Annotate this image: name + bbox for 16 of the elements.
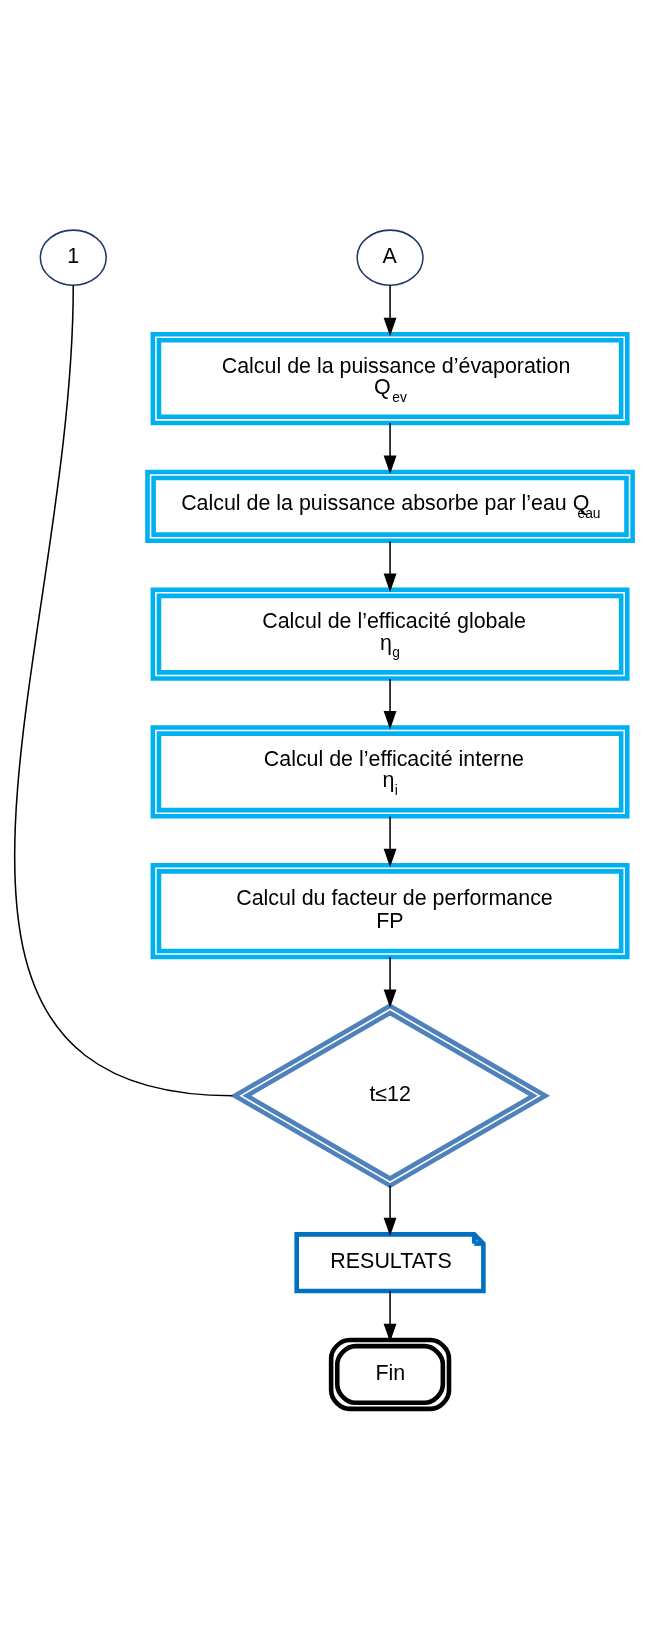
connector — [14, 283, 234, 1096]
node-box: Calcul du facteur de performance FP — [150, 862, 630, 959]
node-box: Calcul de l’efficacité interne η$_{i}$ — [150, 724, 630, 819]
node-box: Calcul de la puissance d’évaporation Q$_{ev}$ — [150, 331, 630, 425]
arrow — [383, 1184, 397, 1236]
arrow — [383, 421, 397, 474]
node-box: Fin — [328, 1337, 452, 1411]
node-diamond: t≤12 — [230, 1002, 550, 1188]
arrow — [383, 955, 397, 1008]
arrow — [383, 815, 397, 867]
arrow — [383, 284, 397, 336]
arrow — [383, 677, 397, 729]
node-ellipse: 1 — [39, 228, 107, 286]
arrow — [383, 540, 397, 592]
node-ellipse: A — [356, 228, 424, 286]
node-box: Calcul de l’efficacité globale η$_{g}$ — [150, 586, 630, 681]
